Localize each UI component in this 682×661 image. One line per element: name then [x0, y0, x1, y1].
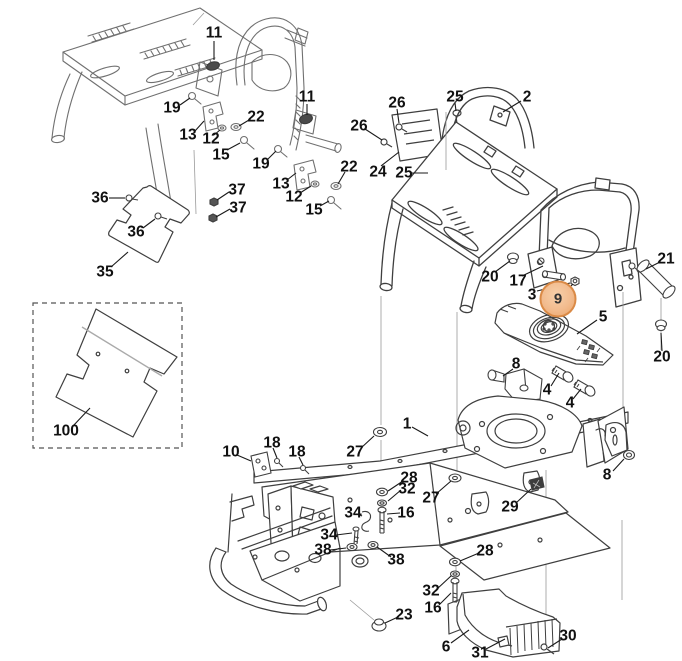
callout-part-22[interactable]: 22 [340, 158, 358, 176]
engine-platform [455, 395, 583, 469]
callout-part-24[interactable]: 24 [369, 163, 387, 181]
callout-part-6[interactable]: 6 [441, 638, 451, 656]
callout-part-27[interactable]: 27 [422, 489, 440, 507]
callout-part-16[interactable]: 16 [424, 599, 442, 617]
bolts-4 [551, 365, 596, 397]
bolt-16a [377, 506, 387, 534]
fasteners-36-37 [125, 194, 219, 223]
part-100-box [32, 302, 183, 449]
callout-part-26[interactable]: 26 [388, 94, 406, 112]
part-24-bracket [380, 108, 462, 179]
callout-part-4[interactable]: 4 [565, 394, 575, 412]
callout-part-8[interactable]: 8 [602, 466, 612, 484]
callout-part-12[interactable]: 12 [285, 188, 303, 206]
callout-part-34[interactable]: 34 [344, 504, 362, 522]
callout-part-36[interactable]: 36 [91, 189, 109, 207]
callout-part-23[interactable]: 23 [395, 606, 413, 624]
callout-part-32[interactable]: 32 [422, 582, 440, 600]
front-frame [209, 493, 341, 615]
seat-bumpers-11 [206, 61, 313, 125]
callout-part-19[interactable]: 19 [163, 99, 181, 117]
callout-part-10[interactable]: 10 [222, 443, 240, 461]
leader-lines [72, 41, 663, 650]
callout-part-2[interactable]: 2 [522, 88, 532, 106]
callout-part-30[interactable]: 30 [559, 627, 577, 645]
bracket-under-8 [504, 368, 543, 403]
skid-plate-6-31 [447, 588, 561, 658]
callout-part-16[interactable]: 16 [397, 504, 415, 522]
callout-part-15[interactable]: 15 [212, 146, 230, 164]
mid-fasteners [487, 252, 676, 403]
callout-part-38[interactable]: 38 [314, 541, 332, 559]
plate-10 [250, 451, 272, 478]
callout-part-18[interactable]: 18 [288, 443, 306, 461]
callout-part-4[interactable]: 4 [542, 381, 552, 399]
callout-part-28[interactable]: 28 [400, 469, 418, 487]
recoil-spiral [528, 313, 570, 343]
callout-part-22[interactable]: 22 [247, 108, 265, 126]
callout-part-3[interactable]: 3 [527, 286, 537, 304]
callout-part-17[interactable]: 17 [509, 272, 527, 290]
callout-part-13[interactable]: 13 [272, 175, 290, 193]
callout-part-27[interactable]: 27 [346, 443, 364, 461]
bolt-16b [450, 577, 460, 603]
callout-part-37[interactable]: 37 [228, 181, 246, 199]
bolt-8 [487, 369, 505, 383]
callout-part-9[interactable]: 9 [539, 280, 577, 318]
callout-part-100[interactable]: 100 [53, 422, 79, 440]
callout-part-18[interactable]: 18 [263, 434, 281, 452]
spring-34 [352, 510, 372, 545]
callout-part-25[interactable]: 25 [446, 88, 464, 106]
callout-part-34[interactable]: 34 [320, 526, 338, 544]
callout-part-37[interactable]: 37 [229, 199, 247, 217]
console-part-5 [494, 302, 614, 366]
callout-part-12[interactable]: 12 [202, 130, 220, 148]
callout-part-1[interactable]: 1 [402, 415, 412, 433]
callout-part-25[interactable]: 25 [395, 164, 413, 182]
callout-part-28[interactable]: 28 [476, 542, 494, 560]
frame-part-1 [209, 395, 629, 615]
seat-fasteners [187, 91, 342, 210]
callout-part-8[interactable]: 8 [511, 355, 521, 373]
bottom-fasteners [250, 426, 636, 632]
switch-cluster [576, 339, 601, 363]
rear-right-bracket [582, 406, 629, 468]
callout-part-21[interactable]: 21 [657, 250, 675, 268]
callout-part-19[interactable]: 19 [252, 155, 270, 173]
callout-part-15[interactable]: 15 [305, 201, 323, 219]
callout-part-11[interactable]: 11 [205, 24, 223, 42]
callout-part-20[interactable]: 20 [481, 268, 499, 286]
plug-23 [371, 618, 387, 632]
callout-part-20[interactable]: 20 [653, 348, 671, 366]
callout-part-32[interactable]: 32 [398, 480, 416, 498]
rear-lower-wing [439, 512, 611, 581]
buffer-29 [529, 476, 545, 491]
callout-part-5[interactable]: 5 [598, 308, 608, 326]
callout-part-38[interactable]: 38 [387, 551, 405, 569]
part-2-seat-frame [379, 86, 642, 314]
callout-part-31[interactable]: 31 [471, 644, 489, 661]
panel-100 [55, 308, 178, 438]
callout-part-13[interactable]: 13 [179, 126, 197, 144]
callout-part-29[interactable]: 29 [501, 498, 519, 516]
callout-part-36[interactable]: 36 [127, 223, 145, 241]
callout-part-11[interactable]: 11 [298, 88, 316, 106]
callout-part-35[interactable]: 35 [96, 263, 114, 281]
callout-part-26[interactable]: 26 [350, 117, 368, 135]
